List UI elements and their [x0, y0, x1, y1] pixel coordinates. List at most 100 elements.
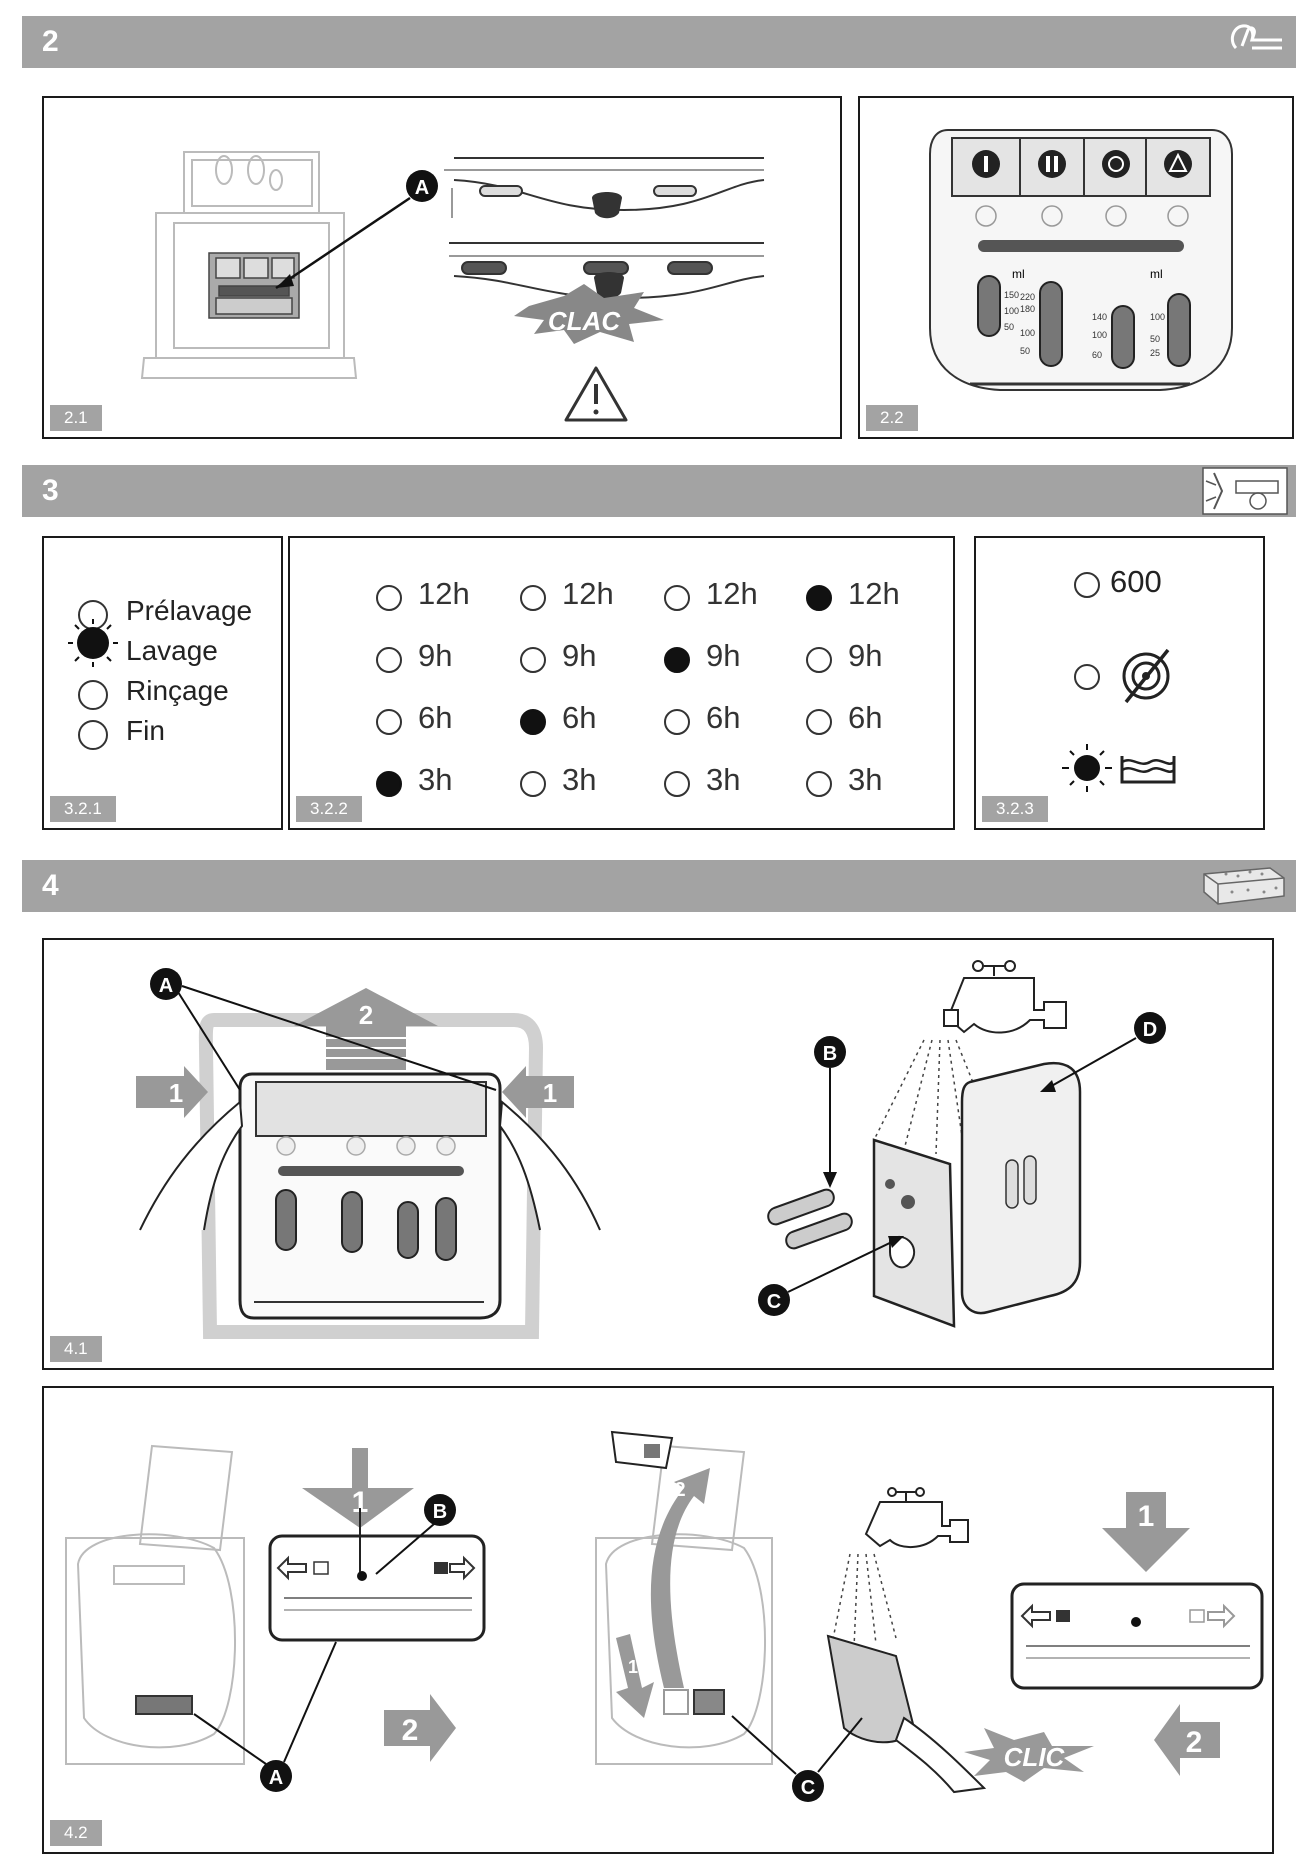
delay-indicator [520, 709, 546, 735]
step-number: 1 [169, 1078, 183, 1108]
figure-4-1: 2 1 1 A [42, 938, 1274, 1370]
delay-indicator [376, 709, 402, 735]
scale-tick: 60 [1092, 350, 1102, 360]
figure-4-2: 1 B 2 A 2 1 [42, 1386, 1274, 1854]
section-header-2: 2 [22, 16, 1296, 68]
figure-tag: 2.2 [866, 405, 918, 431]
step-number: 1 [628, 1657, 638, 1677]
step-number: 2 [1186, 1726, 1203, 1759]
hand-pointer-icon [1226, 18, 1288, 69]
clic-label: CLIC [1004, 1742, 1066, 1772]
phase-label: Prélavage [126, 595, 253, 626]
step-number: 1 [1138, 1500, 1155, 1533]
figure-3-2-1: Prélavage Lavage Rinçage Fin 3.2.1 [42, 536, 283, 830]
phase-label: Fin [126, 715, 165, 746]
drawer-removal-illustration: 2 1 1 A [136, 960, 1166, 1339]
scale-tick: 50 [1020, 346, 1030, 356]
delay-indicator [520, 647, 546, 673]
figure-2-2: ml ml 150 100 50 220 180 100 50 140 100 … [858, 96, 1294, 439]
spin-speed-label: 600 [1110, 564, 1162, 599]
scale-tick: 220 [1020, 292, 1035, 302]
step-number: 2 [674, 1479, 685, 1501]
figure-tag: 3.2.1 [50, 796, 116, 822]
delay-label: 6h [562, 700, 597, 735]
phase-label: Rinçage [126, 675, 229, 706]
callout-b: B [433, 1501, 447, 1523]
clac-label: CLAC [548, 306, 621, 336]
delay-label: 6h [418, 700, 453, 735]
figure-tag: 2.1 [50, 405, 102, 431]
step-2-up-arrow: 2 [294, 988, 438, 1070]
scale-tick: 150 [1004, 290, 1019, 300]
scale-tick: 140 [1092, 312, 1107, 322]
ml-label-left: ml [1012, 267, 1025, 281]
delay-indicator [664, 709, 690, 735]
blinking-indicator-icon [68, 619, 118, 667]
indicator-rinse [78, 680, 108, 710]
delay-label: 9h [418, 638, 453, 673]
ml-label-right: ml [1150, 267, 1163, 281]
blinking-indicator-icon [1062, 744, 1112, 792]
figure-tag: 4.1 [50, 1336, 102, 1362]
delay-label: 12h [848, 576, 900, 611]
delay-label: 12h [562, 576, 614, 611]
delay-label: 3h [706, 762, 741, 797]
delay-label: 9h [706, 638, 741, 673]
control-panel-light-icon [1202, 467, 1288, 520]
delay-indicator [520, 585, 546, 611]
callout-d: D [1143, 1019, 1157, 1041]
delay-indicator [376, 647, 402, 673]
scale-tick: 180 [1020, 304, 1035, 314]
section-number: 2 [42, 25, 59, 58]
scale-tick: 100 [1020, 328, 1035, 338]
section-number: 3 [42, 474, 59, 507]
delay-label: 6h [706, 700, 741, 735]
section-number: 4 [42, 869, 59, 902]
scale-tick: 50 [1004, 322, 1014, 332]
delay-indicator [806, 585, 832, 611]
no-spin-icon [1122, 648, 1170, 704]
indicator-no-spin [1074, 664, 1100, 690]
callout-a: A [159, 975, 173, 997]
callout-a: A [269, 1767, 283, 1789]
sponge-icon [1196, 862, 1288, 913]
callout-a: A [415, 177, 429, 199]
step-number: 1 [543, 1078, 557, 1108]
delay-indicator [806, 647, 832, 673]
figure-tag: 4.2 [50, 1820, 102, 1846]
delay-indicator [376, 771, 402, 797]
step-number: 1 [352, 1486, 369, 1519]
figure-tag: 3.2.3 [982, 796, 1048, 822]
warning-icon [564, 366, 628, 422]
step-number: 2 [359, 1000, 373, 1030]
scale-tick: 100 [1004, 306, 1019, 316]
delay-label: 9h [562, 638, 597, 673]
delay-label: 12h [418, 576, 470, 611]
section-header-3: 3 [22, 465, 1296, 517]
delay-indicator [806, 771, 832, 797]
scale-tick: 100 [1092, 330, 1107, 340]
delay-indicator [664, 647, 690, 673]
callout-c: C [801, 1777, 815, 1799]
figure-3-2-3: 600 3.2.3 [974, 536, 1265, 830]
detergent-drawer-illustration: A CLAC [140, 151, 765, 422]
delay-indicator [376, 585, 402, 611]
scale-tick: 25 [1150, 348, 1160, 358]
delay-indicator [520, 771, 546, 797]
delay-indicator [806, 709, 832, 735]
callout-b: B [823, 1043, 837, 1065]
delay-label: 6h [848, 700, 883, 735]
delay-label: 3h [562, 762, 597, 797]
rinse-hold-icon [1120, 756, 1176, 784]
delay-label: 9h [848, 638, 883, 673]
dispenser-drawer-illustration: ml ml 150 100 50 220 180 100 50 140 100 … [929, 129, 1233, 391]
scale-tick: 50 [1150, 334, 1160, 344]
delay-label: 3h [848, 762, 883, 797]
figure-2-1: A CLAC 2.1 [42, 96, 842, 439]
step-number: 2 [402, 1714, 419, 1747]
figure-tag: 3.2.2 [296, 796, 362, 822]
callout-c: C [767, 1291, 781, 1313]
scale-tick: 100 [1150, 312, 1165, 322]
delay-label: 3h [418, 762, 453, 797]
delay-indicator [664, 585, 690, 611]
